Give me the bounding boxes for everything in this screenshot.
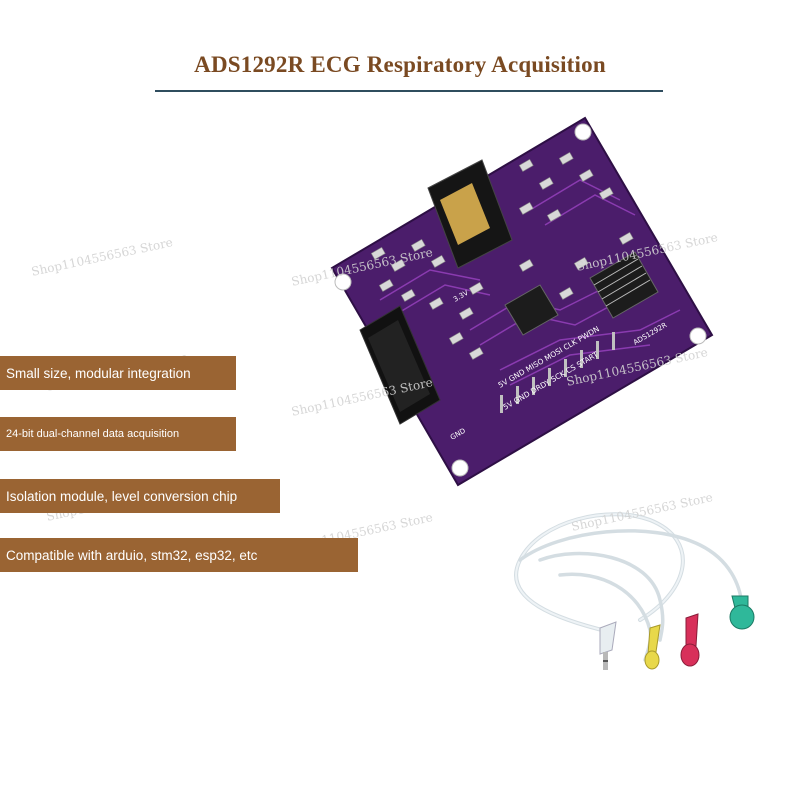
feature-banner-size: Small size, modular integration xyxy=(0,356,236,390)
feature-banner-isolation: Isolation module, level conversion chip xyxy=(0,479,280,513)
yellow-lead-electrode xyxy=(644,624,661,670)
title-underline xyxy=(155,90,663,92)
feature-banner-compatibility: Compatible with arduio, stm32, esp32, et… xyxy=(0,538,358,572)
audio-plug xyxy=(599,621,617,670)
ecg-lead-cable xyxy=(514,512,744,662)
green-lead-electrode xyxy=(729,595,755,630)
feature-banner-acquisition: 24-bit dual-channel data acquisition xyxy=(0,417,236,451)
red-lead-electrode xyxy=(680,613,700,667)
ecg-module-board: 5V GND MISO MOSI CLK PWDN 5V GND DRDY SC… xyxy=(330,116,714,487)
page-title: ADS1292R ECG Respiratory Acquisition xyxy=(194,52,606,77)
